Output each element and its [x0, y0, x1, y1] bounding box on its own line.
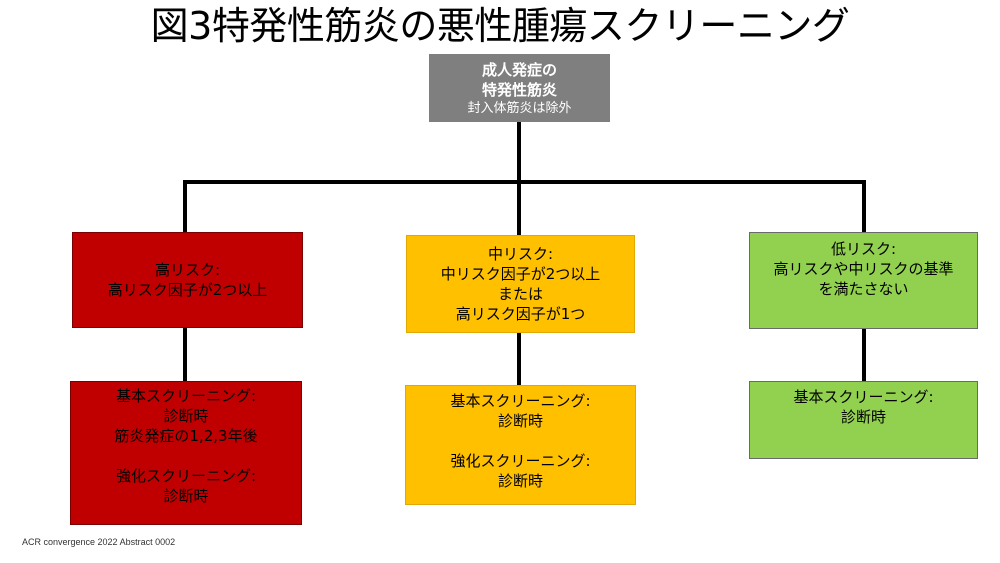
root-note: 封入体筋炎は除外 [467, 101, 572, 116]
mid-risk-or: または [497, 285, 543, 303]
high-risk-heading: 高リスク: [154, 261, 221, 279]
root-node-adult-onset-myositis: 成人発症の 特発性筋炎 封入体筋炎は除外 [429, 54, 610, 122]
mid-enhanced-screening-label: 強化スクリーニング: [450, 452, 591, 470]
high-enhanced-screening-label: 強化スクリーニング: [115, 467, 257, 485]
mid-basic-screening-timing: 診断時 [497, 412, 543, 430]
mid-enhanced-screening-timing: 診断時 [497, 472, 543, 490]
high-risk-criteria: 高リスク因子が2つ以上 [107, 281, 268, 299]
low-basic-screening-timing: 診断時 [840, 408, 886, 426]
low-basic-screening-label: 基本スクリーニング: [793, 388, 934, 406]
low-risk-criteria-1: 高リスクや中リスクの基準 [773, 260, 954, 278]
high-basic-screening-timing-1: 診断時 [163, 407, 209, 425]
root-line-2: 特発性筋炎 [481, 81, 557, 99]
mid-risk-box: 中リスク: 中リスク因子が2つ以上 または 高リスク因子が1つ [406, 235, 635, 333]
high-risk-screening-box: 基本スクリーニング: 診断時 筋炎発症の1,2,3年後 強化スクリーニング: 診… [70, 381, 302, 525]
high-basic-screening-timing-2: 筋炎発症の1,2,3年後 [114, 427, 258, 445]
low-risk-criteria-2: を満たさない [818, 280, 909, 298]
mid-risk-heading: 中リスク: [487, 245, 554, 263]
mid-risk-criteria-2: 高リスク因子が1つ [455, 305, 586, 323]
low-risk-screening-box: 基本スクリーニング: 診断時 [749, 381, 978, 459]
low-risk-box: 低リスク: 高リスクや中リスクの基準 を満たさない [749, 232, 978, 329]
mid-risk-criteria-1: 中リスク因子が2つ以上 [440, 265, 601, 283]
mid-basic-screening-label: 基本スクリーニング: [450, 392, 591, 410]
high-enhanced-screening-timing: 診断時 [163, 487, 209, 505]
page-title: 図3特発性筋炎の悪性腫瘍スクリーニング [150, 4, 850, 48]
low-risk-heading: 低リスク: [830, 240, 897, 258]
root-line-1: 成人発症の [481, 61, 557, 79]
source-footnote: ACR convergence 2022 Abstract 0002 [22, 537, 176, 547]
high-risk-box: 高リスク: 高リスク因子が2つ以上 [72, 232, 303, 328]
high-basic-screening-label: 基本スクリーニング: [115, 387, 257, 405]
mid-risk-screening-box: 基本スクリーニング: 診断時 強化スクリーニング: 診断時 [405, 385, 636, 505]
